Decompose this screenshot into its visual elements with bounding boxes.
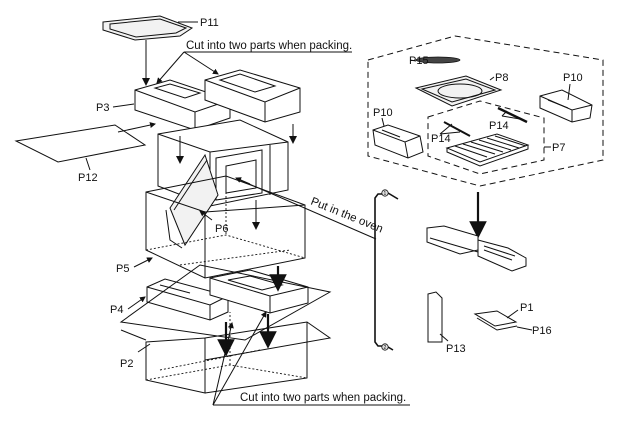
connector-1-label: 1 xyxy=(384,191,387,197)
carton-p2 xyxy=(119,264,332,394)
label-p10-left: P10 xyxy=(373,107,393,119)
accessories-group-outline xyxy=(367,35,604,187)
manual-p1 xyxy=(473,310,518,327)
manual-p16 xyxy=(476,317,518,331)
label-p8: P8 xyxy=(495,72,508,84)
leader-line xyxy=(501,110,521,120)
connector-marker-2 xyxy=(381,343,389,351)
leader-line xyxy=(112,103,135,108)
baking-tray-p8 xyxy=(414,75,503,107)
accessory-p10-right xyxy=(539,89,593,123)
leader-line xyxy=(212,311,267,406)
leader-line xyxy=(567,83,571,101)
part-p13 xyxy=(427,291,443,343)
connector-bracket xyxy=(374,193,385,347)
leader-line xyxy=(183,51,219,75)
door-protector-p6 xyxy=(165,153,219,249)
sheet-p12 xyxy=(14,124,147,163)
leader-line xyxy=(212,322,234,406)
assembled-accessory-pack xyxy=(426,225,527,272)
tray-p11 xyxy=(102,15,198,41)
label-p11: P11 xyxy=(200,17,219,29)
label-p16: P16 xyxy=(532,325,552,337)
rod-p14-left xyxy=(443,121,471,137)
label-p10-right: P10 xyxy=(563,72,583,84)
leader-line xyxy=(516,326,533,331)
label-p2: P2 xyxy=(120,358,133,370)
leader-line xyxy=(506,309,519,319)
wire-rack xyxy=(445,133,530,167)
label-p1: P1 xyxy=(520,302,533,314)
connector-line xyxy=(387,346,394,351)
accessory-p10-left xyxy=(372,124,424,159)
leader-line xyxy=(137,343,151,353)
label-p14-right: P14 xyxy=(489,120,509,132)
cushion-p3-right xyxy=(204,69,301,123)
microwave-oven xyxy=(157,119,289,207)
label-p12: P12 xyxy=(78,172,98,184)
label-p15: P15 xyxy=(409,55,429,67)
leader-line xyxy=(439,123,461,135)
leader-line xyxy=(489,76,495,81)
label-p5: P5 xyxy=(116,263,129,275)
connector-marker-1 xyxy=(381,189,389,197)
leader-line xyxy=(239,179,377,240)
note-cut-top: Cut into two parts when packing. xyxy=(186,40,352,52)
connector-2-label: 2 xyxy=(384,345,387,351)
leader-line xyxy=(127,296,146,310)
leader-line xyxy=(133,257,153,268)
leader-line xyxy=(85,157,91,171)
arrow-left xyxy=(235,177,251,185)
turntable-ring-p15 xyxy=(415,56,461,64)
leader-line xyxy=(199,210,213,221)
cushion-p4-left xyxy=(146,278,229,321)
leader-line xyxy=(381,117,385,127)
label-p7: P7 xyxy=(552,142,565,154)
label-p14-left: P14 xyxy=(431,133,451,145)
label-p6: P6 xyxy=(215,223,228,235)
rod-p14-right xyxy=(497,106,528,124)
bag-p5 xyxy=(145,175,306,279)
leader-line xyxy=(409,59,417,62)
leader-line xyxy=(156,51,185,84)
label-p13: P13 xyxy=(446,343,466,355)
arrow-right xyxy=(117,122,156,133)
leader-line xyxy=(439,333,449,342)
note-cut-bottom: Cut into two parts when packing. xyxy=(240,392,406,404)
connector-line xyxy=(387,192,399,200)
rack-group-p7-outline xyxy=(427,100,545,175)
label-p3: P3 xyxy=(96,102,109,114)
note-put-in-oven: Put in the oven xyxy=(309,196,385,236)
label-p4: P4 xyxy=(110,304,123,316)
